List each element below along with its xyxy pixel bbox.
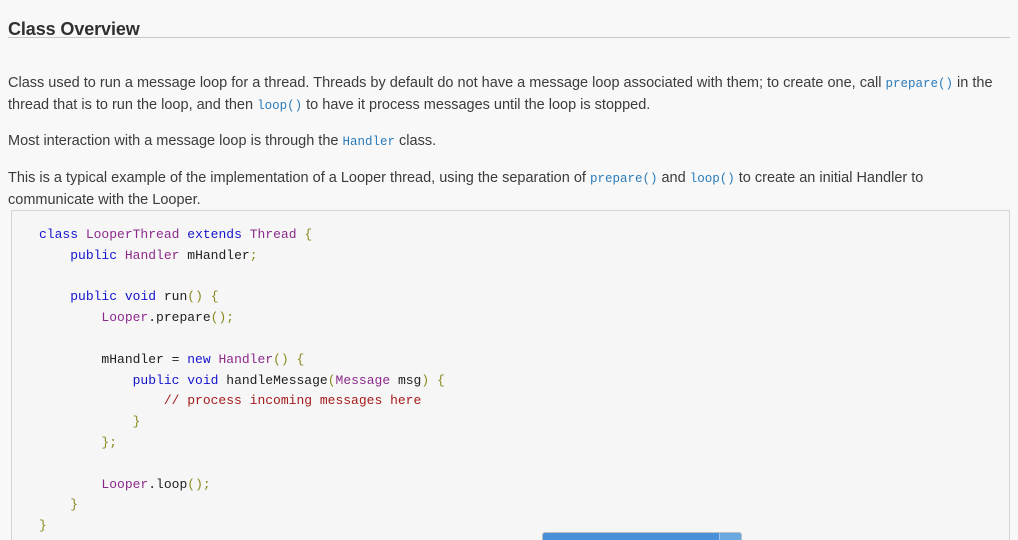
inline-code-loop-2[interactable]: loop() <box>689 171 735 186</box>
inline-code-prepare-2[interactable]: prepare() <box>589 171 658 186</box>
paragraph-intro: Class used to run a message loop for a t… <box>8 73 1010 118</box>
paragraph-text: Most interaction with a message loop is … <box>8 132 343 149</box>
code-sample-text: class LooperThread extends Thread { publ… <box>39 227 445 534</box>
inline-code-prepare[interactable]: prepare() <box>885 76 954 91</box>
paragraph-text: to have it process messages until the lo… <box>302 97 651 113</box>
heading-divider <box>8 37 1010 38</box>
bottom-progress-segment <box>719 533 741 540</box>
paragraph-example: This is a typical example of the impleme… <box>8 168 1010 212</box>
paragraph-text: Class used to run a message loop for a t… <box>8 74 886 91</box>
paragraph-text: to create an initial Handler to communic… <box>8 169 924 209</box>
paragraph-text: and <box>657 169 690 186</box>
paragraph-handler: Most interaction with a message loop is … <box>8 131 1010 154</box>
inline-code-handler[interactable]: Handler <box>342 134 395 149</box>
paragraph-text: This is a typical example of the impleme… <box>8 169 590 186</box>
paragraph-text: in the thread that is to run the loop, a… <box>8 74 993 114</box>
page-title: Class Overview <box>8 19 140 40</box>
bottom-progress-button[interactable] <box>542 532 742 540</box>
code-sample-block[interactable]: class LooperThread extends Thread { publ… <box>11 210 1010 540</box>
inline-code-loop[interactable]: loop() <box>257 99 303 113</box>
paragraph-text: class. <box>395 132 437 149</box>
